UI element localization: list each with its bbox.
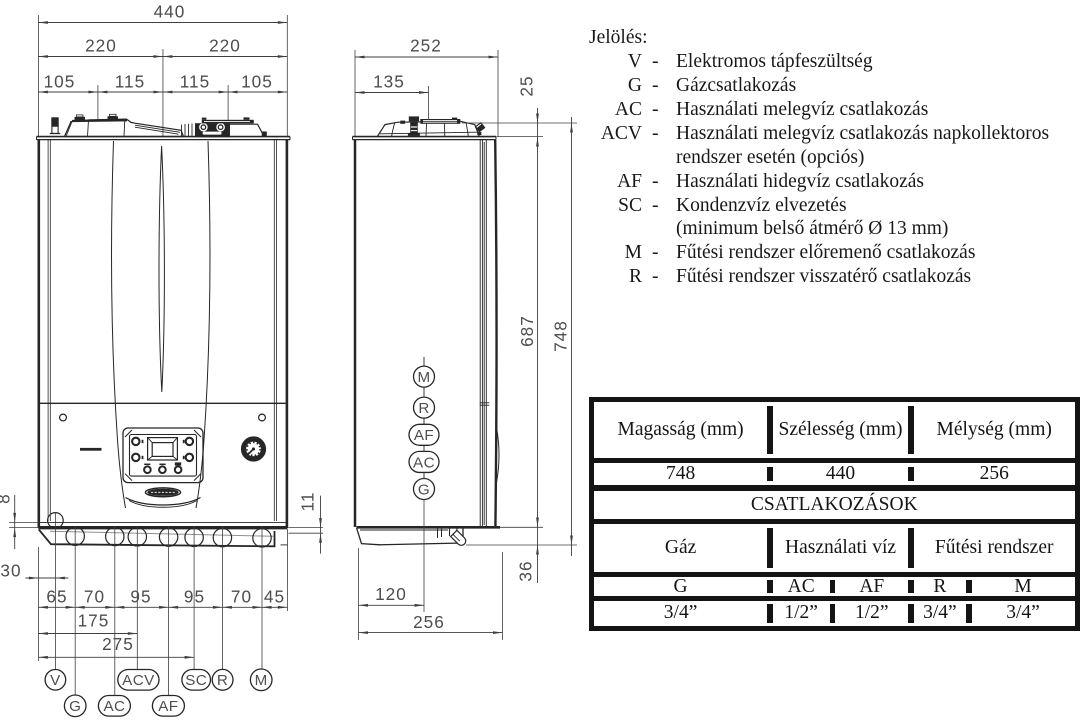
svg-text:275: 275 xyxy=(102,634,134,654)
svg-text:AC: AC xyxy=(103,698,125,715)
svg-text:135: 135 xyxy=(373,71,405,91)
svg-text:M: M xyxy=(255,672,268,689)
svg-text:105: 105 xyxy=(44,71,76,91)
svg-text:95: 95 xyxy=(130,587,151,607)
svg-text:70: 70 xyxy=(231,587,252,607)
svg-text:115: 115 xyxy=(115,71,146,91)
svg-text:25: 25 xyxy=(517,75,537,96)
svg-text:36: 36 xyxy=(516,560,536,581)
svg-text:SC: SC xyxy=(185,672,207,689)
svg-text:AF: AF xyxy=(158,698,178,715)
svg-text:30: 30 xyxy=(0,560,21,580)
svg-text:M: M xyxy=(417,369,430,386)
svg-text:175: 175 xyxy=(78,611,110,631)
svg-text:R: R xyxy=(217,672,228,689)
svg-text:440: 440 xyxy=(154,2,186,22)
svg-text:252: 252 xyxy=(410,36,442,56)
svg-text:ACV: ACV xyxy=(122,672,155,689)
svg-text:120: 120 xyxy=(375,584,407,604)
svg-text:687: 687 xyxy=(517,315,537,347)
svg-text:AC: AC xyxy=(413,454,435,471)
svg-text:748: 748 xyxy=(551,320,571,352)
svg-text:256: 256 xyxy=(413,612,445,632)
svg-text:70: 70 xyxy=(84,587,105,607)
svg-text:11: 11 xyxy=(298,492,318,512)
svg-text:R: R xyxy=(418,400,429,417)
svg-text:220: 220 xyxy=(209,36,241,56)
svg-text:65: 65 xyxy=(46,587,67,607)
svg-text:V: V xyxy=(50,672,61,689)
svg-text:G: G xyxy=(418,481,430,498)
svg-text:220: 220 xyxy=(85,36,117,56)
svg-text:AF: AF xyxy=(414,427,434,444)
svg-text:8: 8 xyxy=(0,493,14,504)
svg-text:45: 45 xyxy=(264,587,285,607)
svg-text:115: 115 xyxy=(180,71,211,91)
svg-text:G: G xyxy=(69,698,81,715)
svg-text:95: 95 xyxy=(184,587,205,607)
svg-text:105: 105 xyxy=(241,71,273,91)
